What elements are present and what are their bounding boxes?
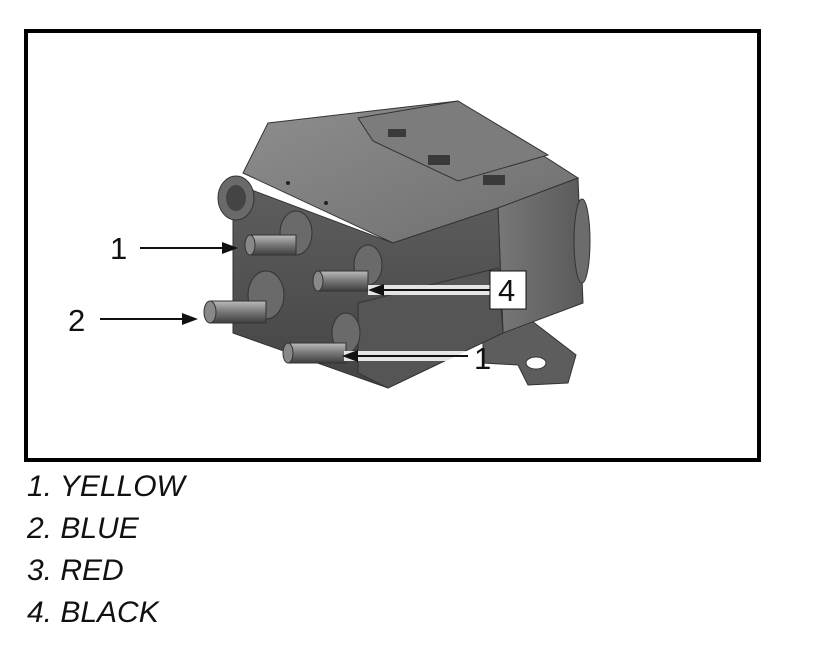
color-legend: 1. YELLOW 2. BLUE 3. RED 4. BLACK — [27, 466, 185, 634]
diagram-frame: 1 2 4 1 — [24, 29, 761, 462]
callout-leader-2 — [100, 313, 198, 325]
legend-item-2: 2. BLUE — [27, 512, 139, 545]
callout-label-4: 4 — [498, 273, 515, 308]
legend-item-3: 3. RED — [27, 554, 124, 587]
callout-leader-3 — [140, 242, 238, 254]
mounting-bracket — [482, 317, 577, 386]
solenoid-valve-illustration: 1 2 4 1 — [68, 100, 591, 389]
port-1 — [282, 312, 361, 364]
port-3 — [244, 210, 313, 256]
legend-item-1: 1. YELLOW — [27, 470, 185, 503]
port-2 — [203, 270, 285, 324]
callout-label-1: 1 — [474, 341, 491, 376]
callout-leader-1 — [342, 350, 472, 362]
port-4 — [312, 244, 383, 292]
callout-leader-4 — [368, 284, 494, 296]
callout-label-2: 2 — [68, 303, 85, 338]
callout-label-3: 1 — [110, 231, 127, 266]
legend-item-4: 4. BLACK — [27, 596, 159, 629]
